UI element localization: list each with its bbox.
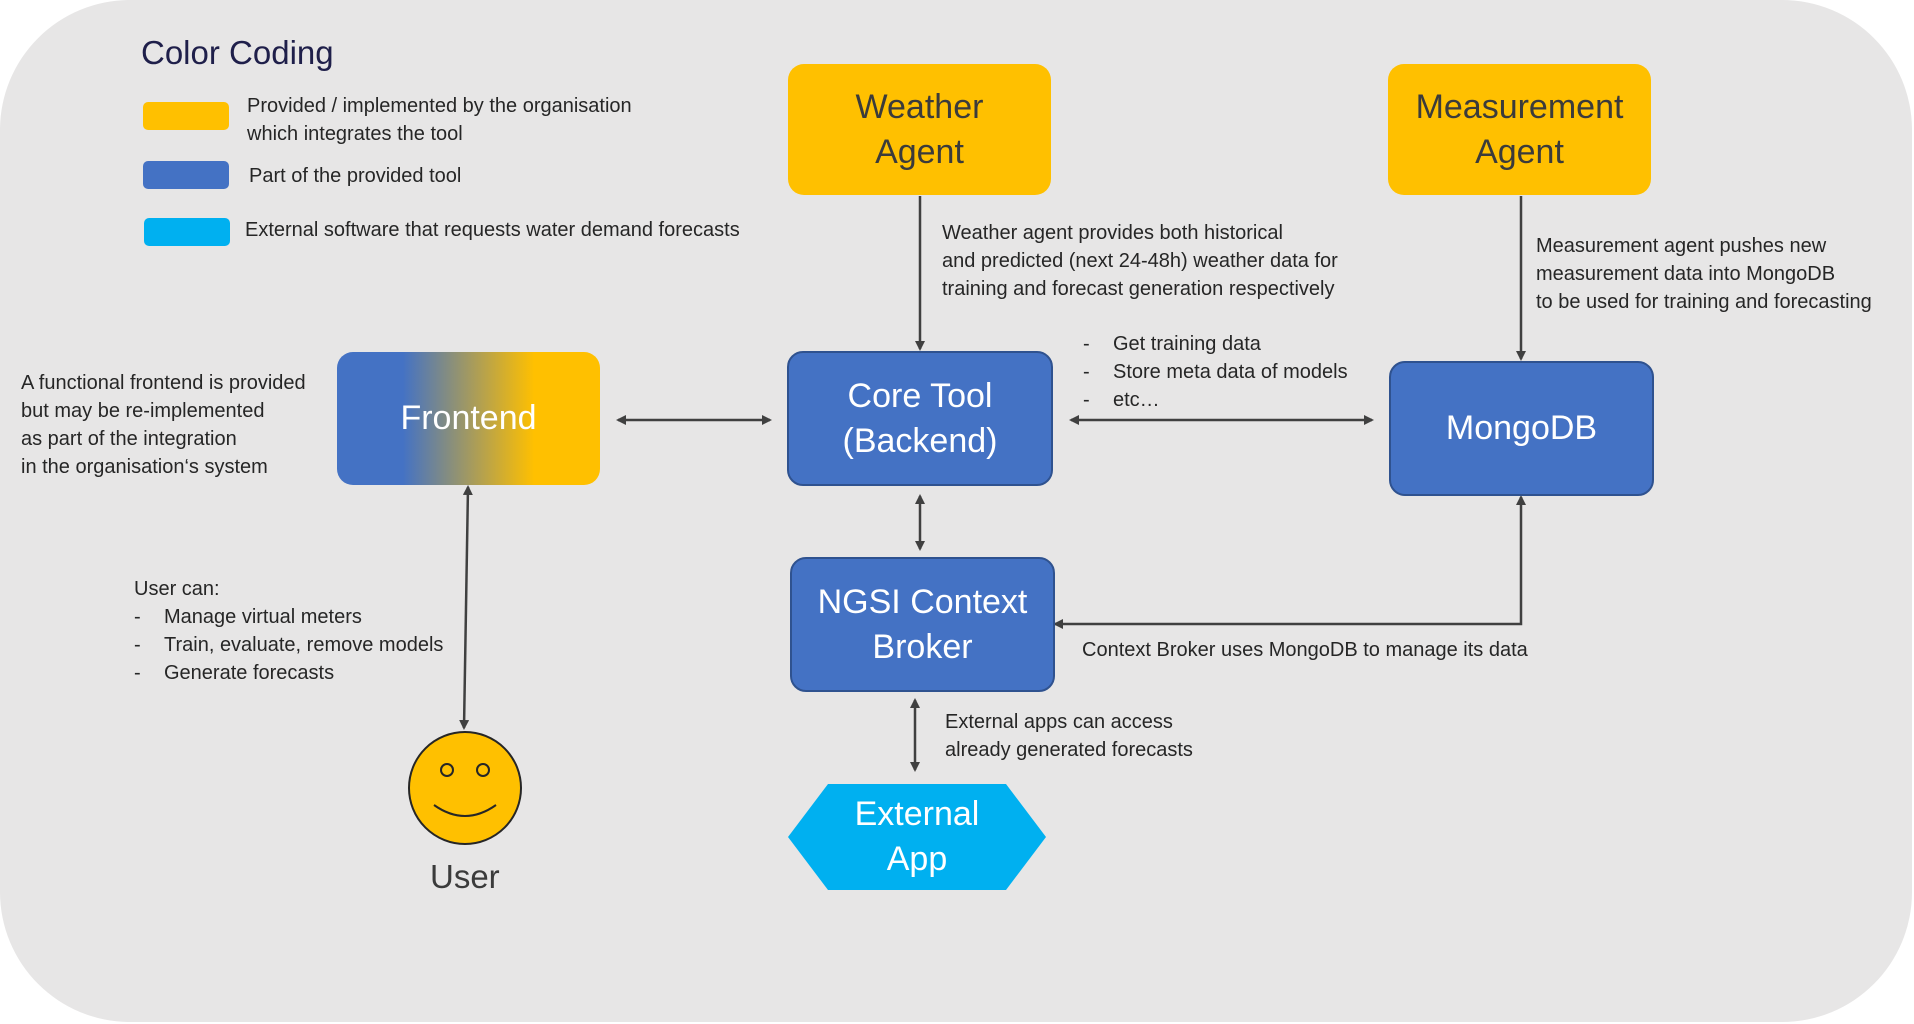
measurement-agent-line-1: Measurement [1415,87,1624,126]
list-item: -Store meta data of models [1083,361,1348,383]
legend-title: Color Coding [141,34,334,71]
weather-agent-node: Weather Agent [788,64,1051,195]
external-note-line-2: already generated forecasts [945,739,1193,761]
user-capabilities-heading: User can: [134,578,220,600]
list-item: -etc… [1083,389,1160,411]
weather-note: Weather agent provides both historical a… [942,219,1338,303]
core-mongo-list: -Get training data -Store meta data of m… [1083,330,1348,414]
external-app-line-1: External [854,795,980,833]
frontend-note-line-3: as part of the integration [21,428,237,450]
legend-swatch-tool [143,161,229,189]
measurement-note-line-3: to be used for training and forecasting [1536,291,1872,313]
list-item: -Generate forecasts [134,662,335,684]
measurement-agent-line-2: Agent [1475,132,1564,171]
legend-swatch-organisation [143,102,229,130]
context-broker-node: NGSI Context Broker [790,557,1055,692]
core-tool-line-2: (Backend) [842,421,998,460]
weather-agent-line-1: Weather [855,87,984,126]
frontend-label: Frontend [400,399,537,437]
measurement-note-line-1: Measurement agent pushes new [1536,235,1827,257]
weather-agent-line-2: Agent [875,132,964,171]
measurement-note-line-2: measurement data into MongoDB [1536,263,1836,285]
list-item: -Manage virtual meters [134,606,362,628]
user-label: User [430,858,500,895]
frontend-node: Frontend [337,352,600,485]
core-tool-line-1: Core Tool [847,376,993,415]
legend-label-organisation-line-2: which integrates the tool [247,123,463,145]
user-capabilities: User can: -Manage virtual meters -Train,… [134,575,443,687]
broker-mongo-note: Context Broker uses MongoDB to manage it… [1082,639,1528,661]
legend-label-tool: Part of the provided tool [249,165,462,187]
legend-label-external: External software that requests water de… [245,219,740,241]
measurement-note: Measurement agent pushes new measurement… [1536,232,1872,316]
legend-label-organisation: Provided / implemented by the organisati… [247,92,632,148]
external-app-node [788,784,1046,890]
arrow-frontend-user [459,485,473,730]
external-note-line-1: External apps can access [945,711,1173,733]
measurement-agent-node: Measurement Agent [1388,64,1651,195]
core-tool-node: Core Tool (Backend) [787,351,1053,486]
frontend-note-line-1: A functional frontend is provided [21,372,306,394]
legend-swatch-external [144,218,230,246]
list-item: -Get training data [1083,333,1261,355]
legend-label-organisation-line-1: Provided / implemented by the organisati… [247,95,632,117]
mongodb-node: MongoDB [1389,361,1654,496]
frontend-note-line-4: in the organisation‘s system [21,456,268,478]
external-app-line-2: App [886,840,948,878]
external-app-label: External App [788,784,1046,890]
context-broker-line-1: NGSI Context [817,582,1028,621]
weather-note-line-2: and predicted (next 24-48h) weather data… [942,250,1338,272]
list-item: -Train, evaluate, remove models [134,634,444,656]
frontend-note: A functional frontend is provided but ma… [21,369,306,481]
weather-note-line-1: Weather agent provides both historical [942,222,1283,244]
external-note: External apps can access already generat… [945,708,1193,764]
weather-note-line-3: training and forecast generation respect… [942,278,1335,300]
mongodb-label: MongoDB [1445,409,1598,447]
frontend-note-line-2: but may be re-implemented [21,400,265,422]
arrow-broker-mongodb [1053,495,1526,629]
context-broker-line-2: Broker [872,627,973,666]
user-smiley-icon [408,731,522,845]
